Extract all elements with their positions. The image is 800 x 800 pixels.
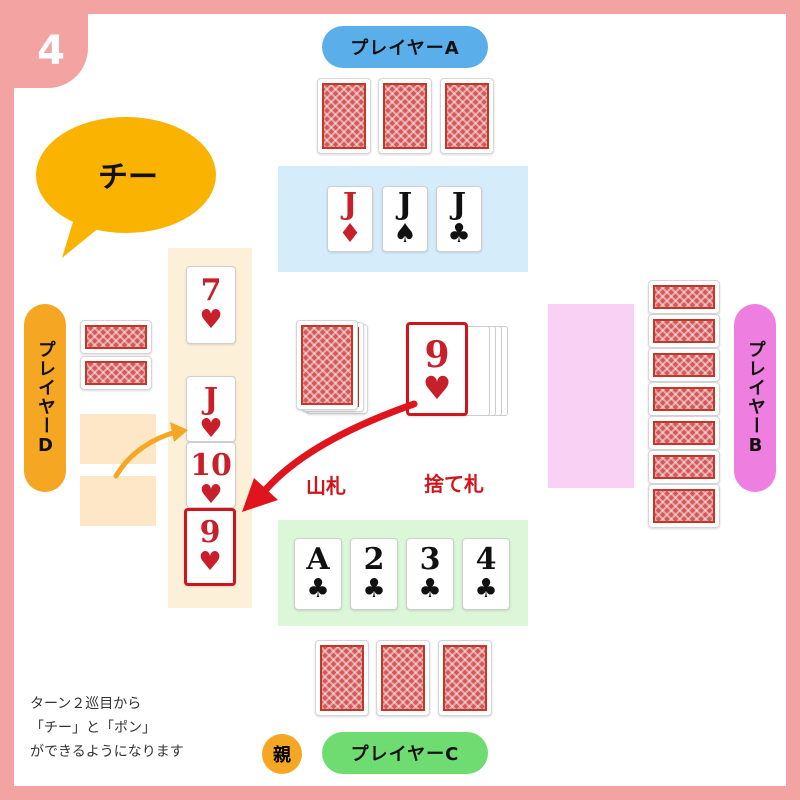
meld-arrowhead-orange [170, 422, 188, 442]
player-c-card-back [315, 640, 369, 716]
player-b-card-back [648, 484, 720, 528]
player-b-card-back [648, 280, 720, 314]
player-b-card-back [648, 348, 720, 382]
rule-note-line: 「チー」と「ポン」 [30, 716, 184, 740]
player-b-meld-zone [548, 304, 634, 488]
meld-arrow-orange [116, 432, 176, 476]
rule-note-line: ができるようになります [30, 740, 184, 764]
rule-note-line: ターン２巡目から [30, 692, 184, 716]
hand-c-card[interactable]: 2 ♣ [350, 538, 398, 610]
player-b-card-back [648, 450, 720, 484]
player-b-card-back [648, 416, 720, 450]
player-c-card-back [438, 640, 492, 716]
player-c-card-back [376, 640, 430, 716]
player-b-card-back [648, 382, 720, 416]
hand-c-card[interactable]: A ♣ [294, 538, 342, 610]
hand-c-card[interactable]: 3 ♣ [406, 538, 454, 610]
hand-c-card[interactable]: 4 ♣ [462, 538, 510, 610]
player-b-card-back [648, 314, 720, 348]
rule-note: ターン２巡目から 「チー」と「ポン」 ができるようになります [30, 692, 184, 764]
claim-arrow-red [262, 404, 414, 494]
